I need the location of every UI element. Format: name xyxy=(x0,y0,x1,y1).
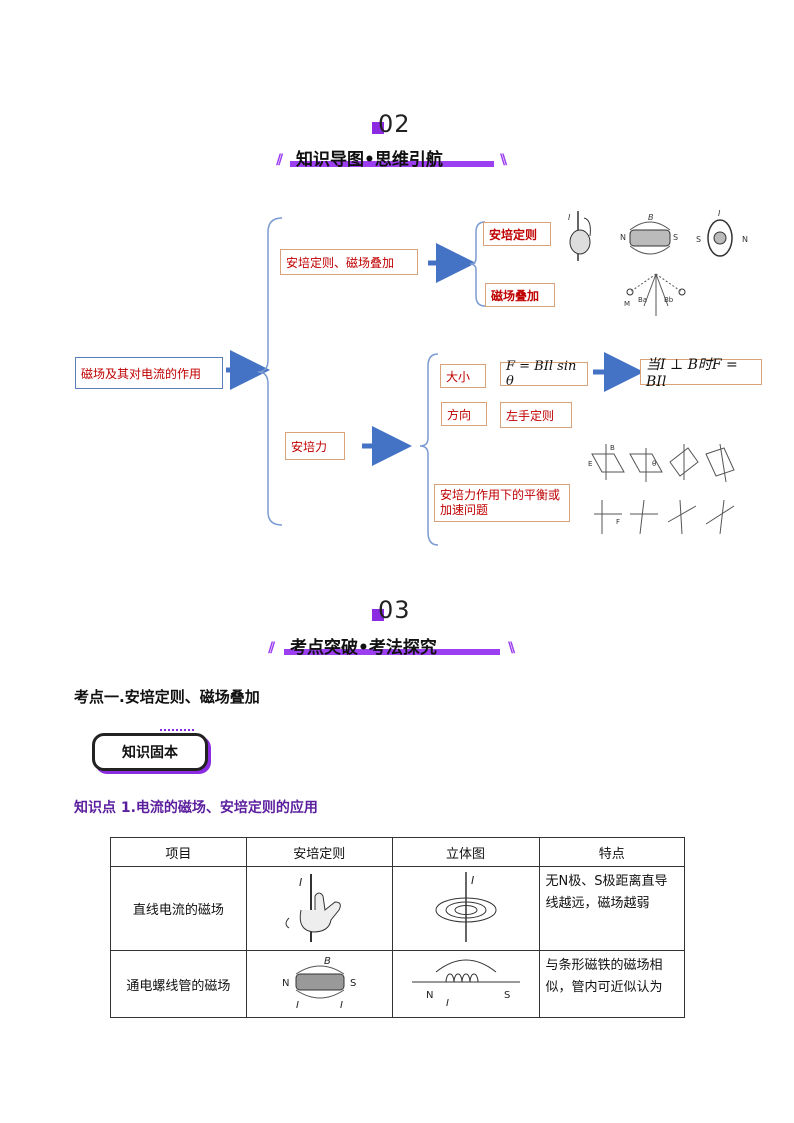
fig-label-S5: S xyxy=(504,990,510,1001)
header-item: 项目 xyxy=(110,837,247,867)
fig-label-E: E xyxy=(588,460,592,468)
header-3d-figure: 立体图 xyxy=(391,837,540,867)
fig-straight-wire-hand: I xyxy=(245,866,393,951)
fig-label-S: S xyxy=(673,233,678,242)
formula-force: F = BIl sin θ xyxy=(500,359,588,389)
title-underline xyxy=(284,649,500,655)
branch-ampere-superposition: 安培定则、磁场叠加 xyxy=(280,249,418,275)
mindmap-root: 磁场及其对电流的作用 xyxy=(75,357,223,389)
fig-solenoid-hand: B N S I I xyxy=(245,950,393,1018)
decor-slash-left: // xyxy=(276,152,283,168)
exam-point-heading: 考点一.安培定则、磁场叠加 xyxy=(74,688,260,706)
fig-label-B: B xyxy=(648,213,654,222)
knowledge-badge-label: 知识固本 xyxy=(122,745,178,761)
fig-straight-wire-3d: I xyxy=(391,866,540,951)
header-features: 特点 xyxy=(538,837,686,867)
fig-label-B3: B xyxy=(610,444,615,452)
decor-slash-right: \\ xyxy=(508,640,515,656)
fig-label-Ba: Ba xyxy=(638,296,647,304)
fig-label-I6: I xyxy=(340,1000,343,1011)
formula-perpendicular: 当I ⊥ B时F = BIl xyxy=(640,357,762,390)
node-direction: 方向 xyxy=(441,402,487,426)
title-underline xyxy=(290,161,494,167)
section-number: 02 xyxy=(378,110,411,138)
fig-label-F: F xyxy=(616,518,620,526)
badge-decor xyxy=(160,729,194,737)
node-size: 大小 xyxy=(440,364,486,388)
section-title: 知识导图•思维引航 xyxy=(296,150,443,170)
solenoid-field-figure: N S I xyxy=(411,959,520,1009)
fig-label-N5: N xyxy=(426,990,433,1001)
fig-label-N2: N xyxy=(742,235,748,244)
fig-label-N4: N xyxy=(282,978,289,989)
decor-slash-right: \\ xyxy=(500,152,507,168)
fig-label-I5: I xyxy=(296,1000,299,1011)
fig-label-S2: S xyxy=(696,235,701,244)
fig-label-I3: I xyxy=(299,876,302,889)
section-number-marker xyxy=(372,122,384,134)
section-number: 03 xyxy=(378,596,411,624)
header-ampere-rule: 安培定则 xyxy=(245,837,393,867)
ampere-force-figures: E B F θ xyxy=(588,444,735,535)
fig-label-B4: B xyxy=(324,956,331,967)
table-header-row: 项目 安培定则 立体图 特点 xyxy=(110,837,686,867)
mindmap-connectors xyxy=(226,217,644,546)
row-feature: 无N极、S极距离直导线越远，磁场越弱 xyxy=(538,866,686,951)
fig-label-I4: I xyxy=(471,874,474,887)
row-item: 直线电流的磁场 xyxy=(110,866,247,951)
knowledge-badge: 知识固本 xyxy=(92,733,208,771)
knowledge-table: 项目 安培定则 立体图 特点 直线电流的磁场 I I 无N极、S极距离直导线越远… xyxy=(110,837,686,1018)
straight-wire-hand-figure: I xyxy=(285,873,342,942)
fig-label-I7: I xyxy=(446,998,449,1009)
fig-label-N: N xyxy=(620,233,626,242)
section-number-marker xyxy=(372,609,384,621)
row-feature: 与条形磁铁的磁场相似，管内可近似认为 xyxy=(538,950,686,1018)
node-left-hand-rule: 左手定则 xyxy=(500,402,572,428)
section-title: 考点突破•考法探究 xyxy=(290,638,437,658)
straight-wire-field-figure: I xyxy=(435,871,497,942)
ampere-rule-figures: I B N S S N I M Ba Bb xyxy=(568,209,748,316)
table-row: 通电螺线管的磁场 B N S I I N S I 与条形磁铁的磁场相似，管内可 xyxy=(110,950,686,1018)
branch-ampere-force: 安培力 xyxy=(285,432,345,460)
fig-label-S4: S xyxy=(350,978,356,989)
table-row: 直线电流的磁场 I I 无N极、S极距离直导线越远，磁场越弱 xyxy=(110,866,686,951)
fig-label-Bb: Bb xyxy=(664,296,674,304)
decor-slash-left: // xyxy=(268,640,275,656)
node-ampere-rule: 安培定则 xyxy=(483,222,551,246)
fig-solenoid-3d: N S I xyxy=(391,950,540,1018)
solenoid-hand-figure: B N S I I xyxy=(282,956,356,1011)
fig-label-I2: I xyxy=(718,209,721,218)
fig-label-theta: θ xyxy=(652,460,656,468)
fig-label-M: M xyxy=(624,300,630,308)
row-item: 通电螺线管的磁场 xyxy=(110,950,247,1018)
node-balance-acceleration: 安培力作用下的平衡或加速问题 xyxy=(434,484,570,522)
fig-label-I: I xyxy=(568,213,571,222)
node-field-superposition: 磁场叠加 xyxy=(485,283,555,307)
knowledge-point-heading: 知识点 1.电流的磁场、安培定则的应用 xyxy=(74,800,318,816)
